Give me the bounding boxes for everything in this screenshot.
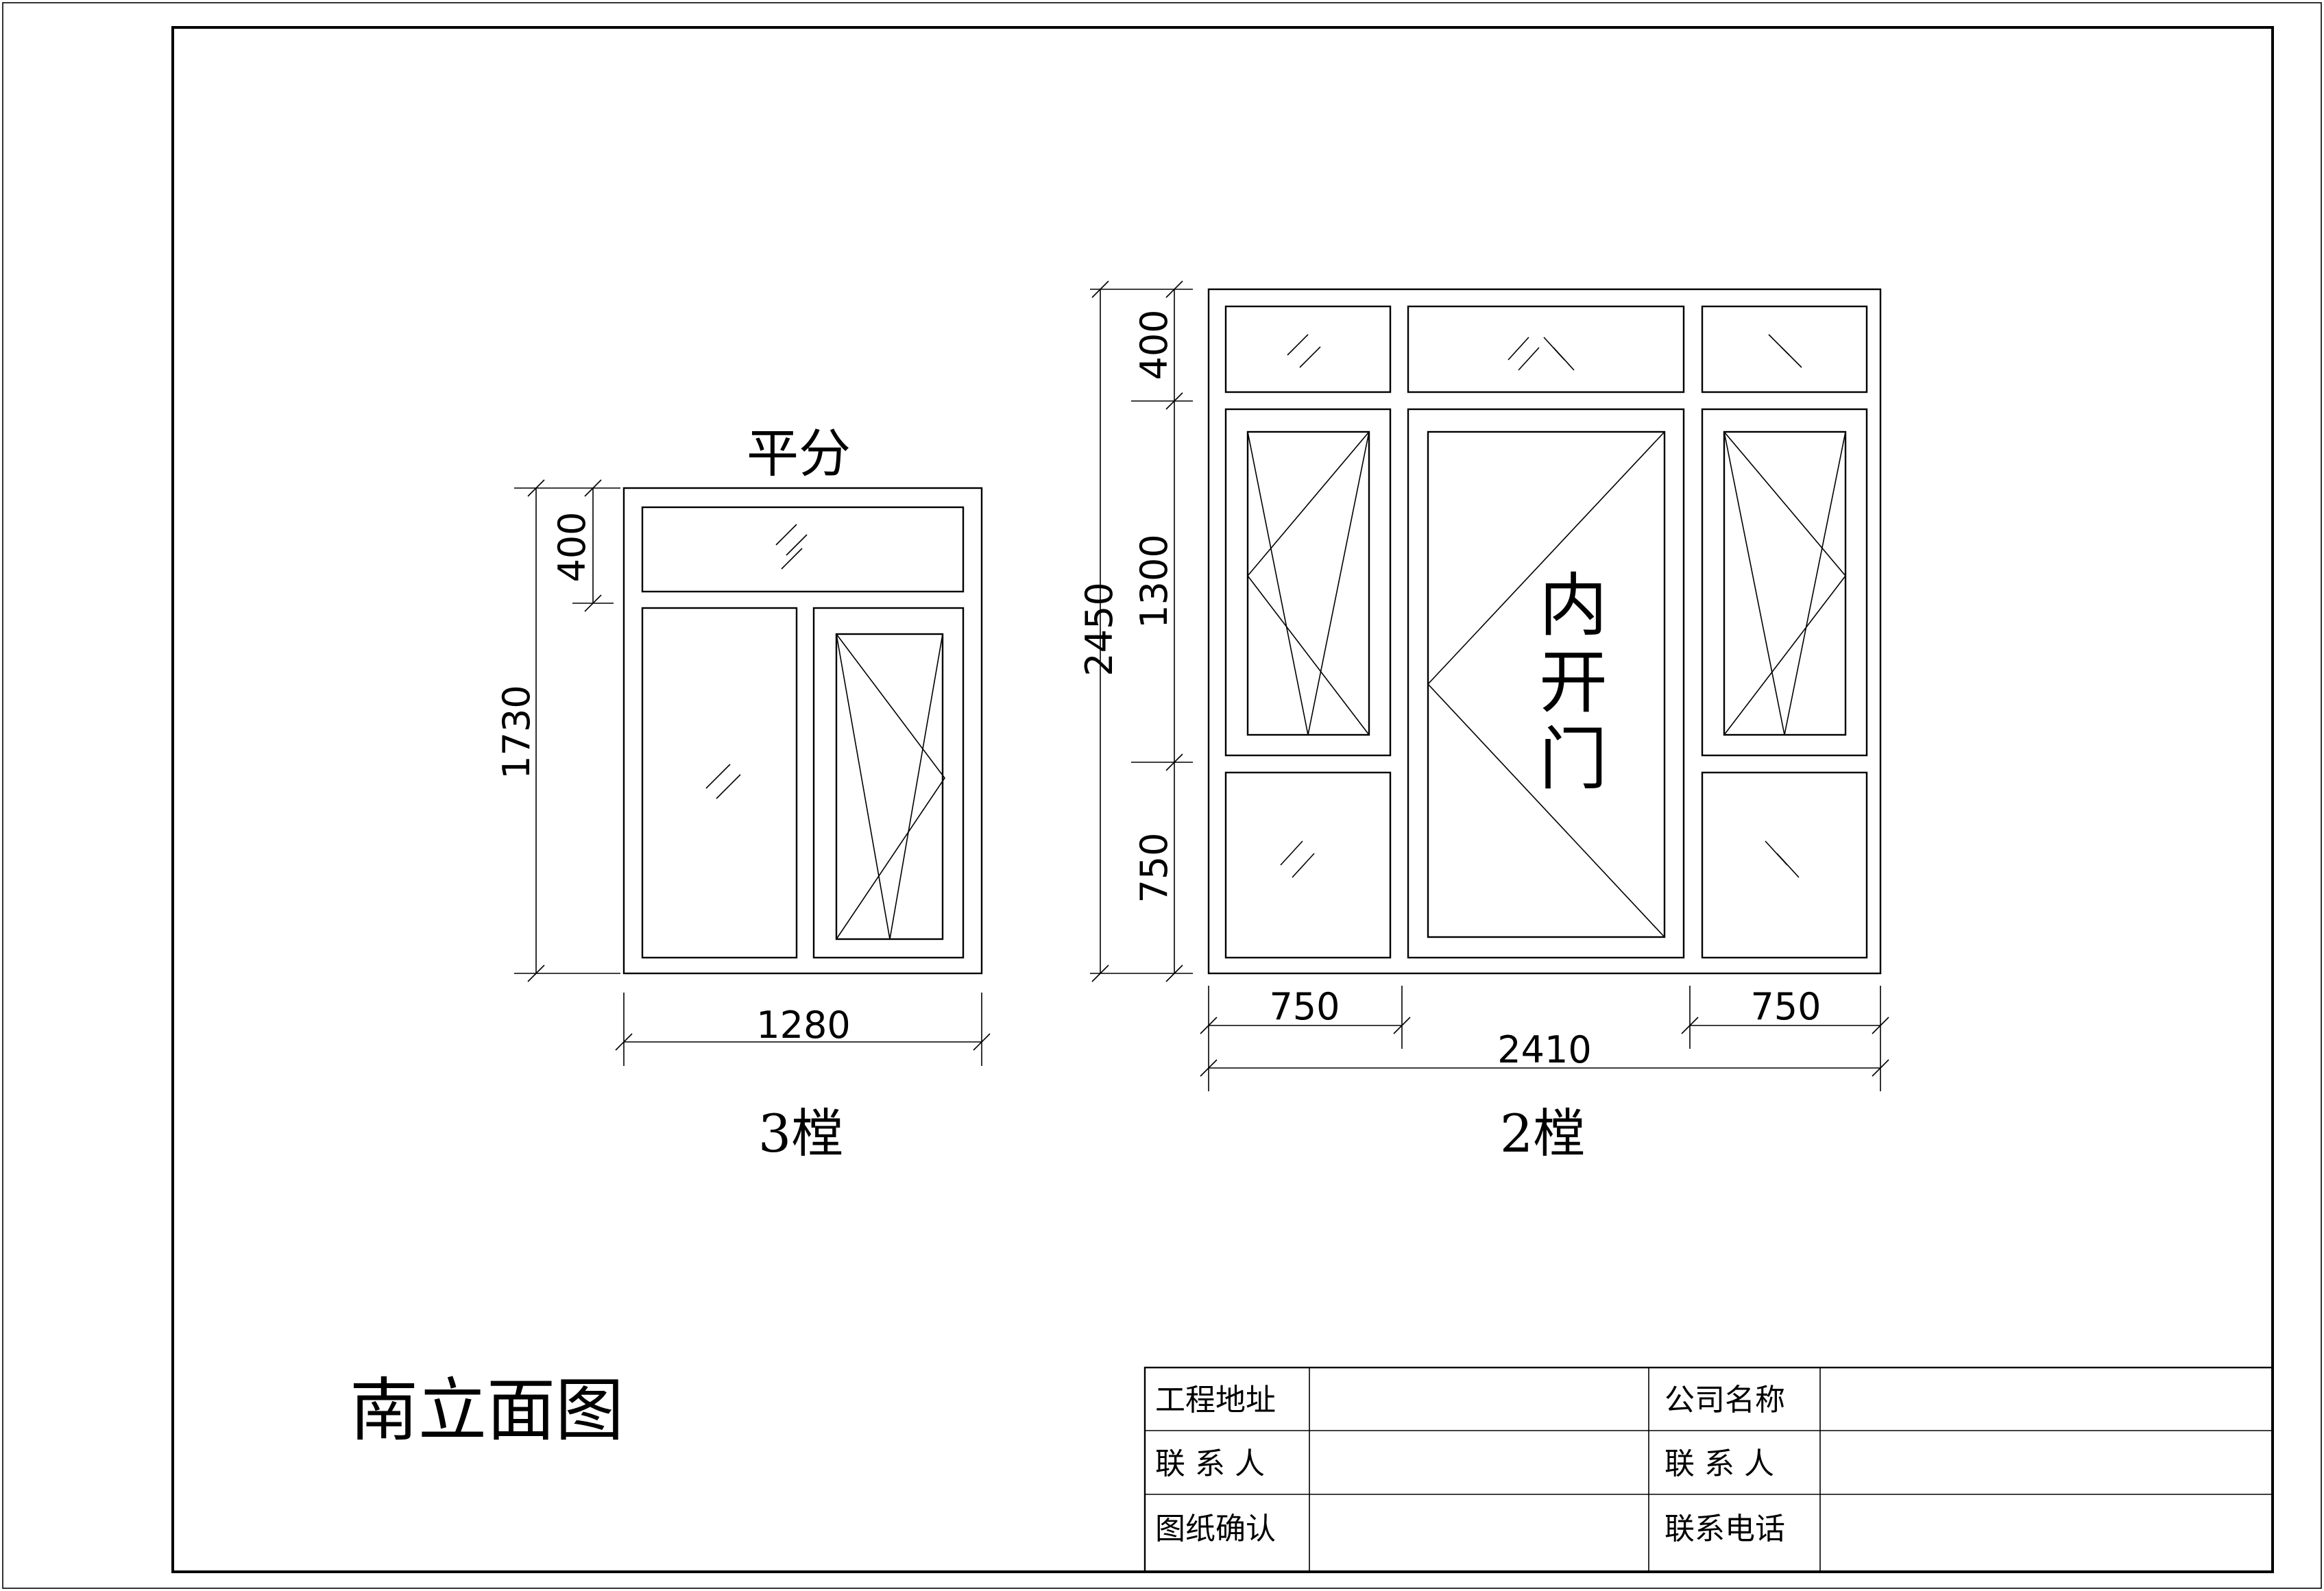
title-block-label-company: 公司名称 — [1665, 1383, 1785, 1418]
window-2-left-casement-frame — [1224, 408, 1392, 757]
window-3-height-dim: 1730 — [495, 685, 538, 779]
window-3-top-dim: 400 — [550, 511, 594, 582]
window-2-height-bottom-dim: 750 — [1133, 832, 1176, 903]
title-block-label-phone: 联系电话 — [1665, 1511, 1785, 1546]
window-3-width-dim: 1280 — [756, 1004, 850, 1047]
window-2-left-casement-sash — [1246, 430, 1370, 736]
drawing-title: 南立面图 — [350, 1370, 624, 1450]
window-3-caption: 3樘 — [758, 1103, 843, 1164]
window-2-bottom-left-pane — [1224, 771, 1392, 959]
window-3-elevation: 1730 400 1280 平分 3樘 — [495, 423, 991, 1164]
window-2-bottom-right-pane — [1701, 771, 1868, 959]
window-2-width-right-dim: 750 — [1750, 985, 1821, 1028]
window-2-elevation: 内 开 门 2450 400 1300 750 750 750 — [1078, 280, 1889, 1164]
drawing-frame — [171, 26, 2274, 1573]
window-2-height-mid-dim: 1300 — [1133, 534, 1176, 628]
window-2-top-center-pane — [1407, 305, 1685, 393]
window-2-door-note-2: 开 — [1539, 642, 1608, 722]
title-block-label-contact-right: 联 系 人 — [1665, 1446, 1774, 1481]
window-2-width-total-dim: 2410 — [1497, 1028, 1591, 1071]
window-3-frame — [622, 487, 983, 975]
window-2-top-left-pane — [1224, 305, 1392, 393]
window-2-door-note-3: 门 — [1539, 719, 1608, 799]
window-2-height-total-dim: 2450 — [1078, 582, 1121, 676]
window-3-transom-pane — [641, 506, 965, 593]
window-2-width-left-dim: 750 — [1269, 985, 1340, 1028]
window-2-right-casement-sash — [1723, 430, 1847, 736]
window-3-note: 平分 — [747, 423, 851, 484]
window-2-door-note-1: 内 — [1539, 566, 1608, 646]
title-block-label-contact-left: 联 系 人 — [1155, 1446, 1265, 1481]
window-2-door-frame — [1407, 408, 1685, 959]
window-2-caption: 2樘 — [1500, 1103, 1585, 1164]
window-2-top-right-pane — [1701, 305, 1868, 393]
window-2-frame — [1207, 288, 1882, 975]
window-3-fixed-pane — [641, 607, 798, 959]
window-2-height-top-dim: 400 — [1133, 309, 1176, 380]
window-2-right-casement-frame — [1701, 408, 1868, 757]
window-3-casement-frame — [812, 607, 965, 959]
title-block-label-confirm: 图纸确认 — [1155, 1511, 1276, 1546]
window-3-casement-sash — [835, 633, 944, 940]
title-block: 工程地址 公司名称 联 系 人 联 系 人 图纸确认 联系电话 — [1143, 1366, 2274, 1573]
title-block-label-address: 工程地址 — [1155, 1383, 1276, 1418]
